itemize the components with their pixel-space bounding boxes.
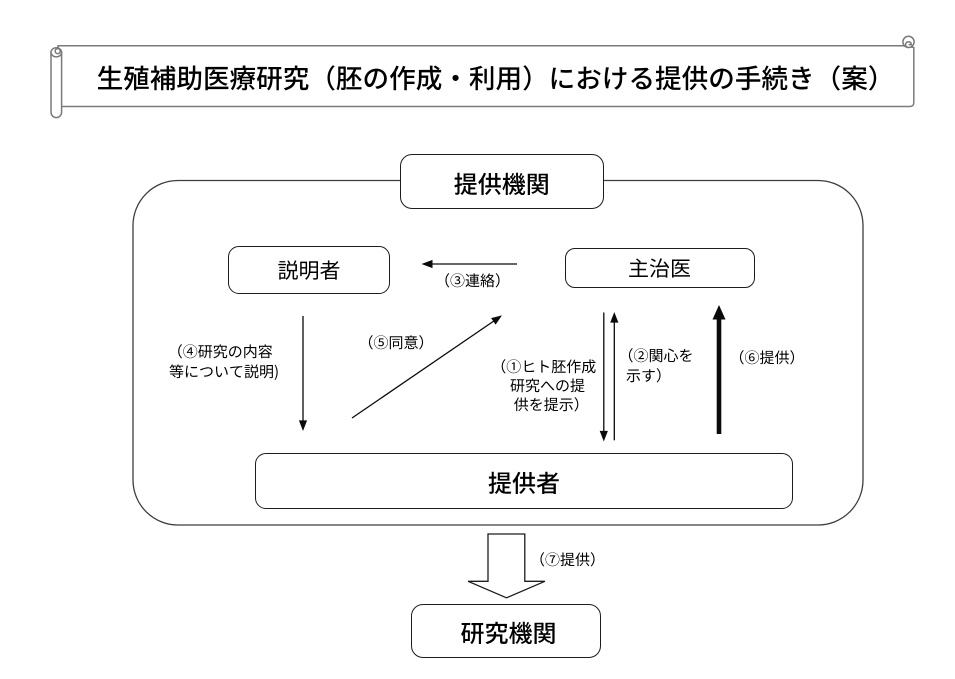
arrow-step1-present (599, 312, 608, 442)
label-step4-explain: （④研究の内容 等について説明) (144, 340, 304, 382)
label-step2-interest: （②関心を 示す） (626, 344, 716, 386)
arrow-step4-explain (298, 316, 308, 431)
node-explainer: 説明者 (228, 246, 390, 294)
block-arrow-step7 (467, 533, 546, 599)
scroll-roll-body (50, 51, 63, 119)
label-step2-line1: （②関心を (626, 344, 694, 366)
scroll-roll-spiral (54, 47, 61, 55)
scroll-curl-hook (904, 40, 913, 49)
node-provider-institution: 提供機関 (399, 154, 604, 209)
arrow-step5-consent (351, 315, 502, 419)
label-step4-line1: （④研究の内容 (175, 340, 273, 362)
label-step1-line3: 供を提示） (513, 393, 582, 415)
label-step1-line2: 研究への提 (509, 374, 585, 396)
node-attending-doctor: 主治医 (564, 247, 755, 288)
arrow-step3-contact (421, 259, 517, 269)
arrow-step6-provide (712, 305, 726, 434)
scroll-banner-shape (50, 35, 915, 119)
scroll-roll-top (50, 46, 63, 58)
node-donor: 提供者 (255, 453, 793, 509)
label-step4-line2: 等について説明) (168, 360, 280, 382)
label-step1-present: （①ヒト胚作成 研究への提 供を提示） (467, 357, 628, 414)
arrow-step2-interest (610, 312, 619, 441)
label-step7-provide: （⑦提供） (537, 548, 598, 570)
label-step5-consent: （⑤同意） (365, 331, 426, 353)
node-research-institution: 研究機関 (411, 604, 601, 658)
label-step2-line2: 示す） (626, 364, 664, 386)
scroll-band (57, 44, 915, 108)
title-banner: 生殖補助医療研究（胚の作成・利用）における提供の手続き（案） (96, 57, 895, 96)
label-step3-contact: （③連絡） (442, 270, 503, 291)
label-step1-line1: （①ヒト胚作成 (498, 355, 597, 377)
label-step6-provide: （⑥提供） (736, 347, 797, 368)
